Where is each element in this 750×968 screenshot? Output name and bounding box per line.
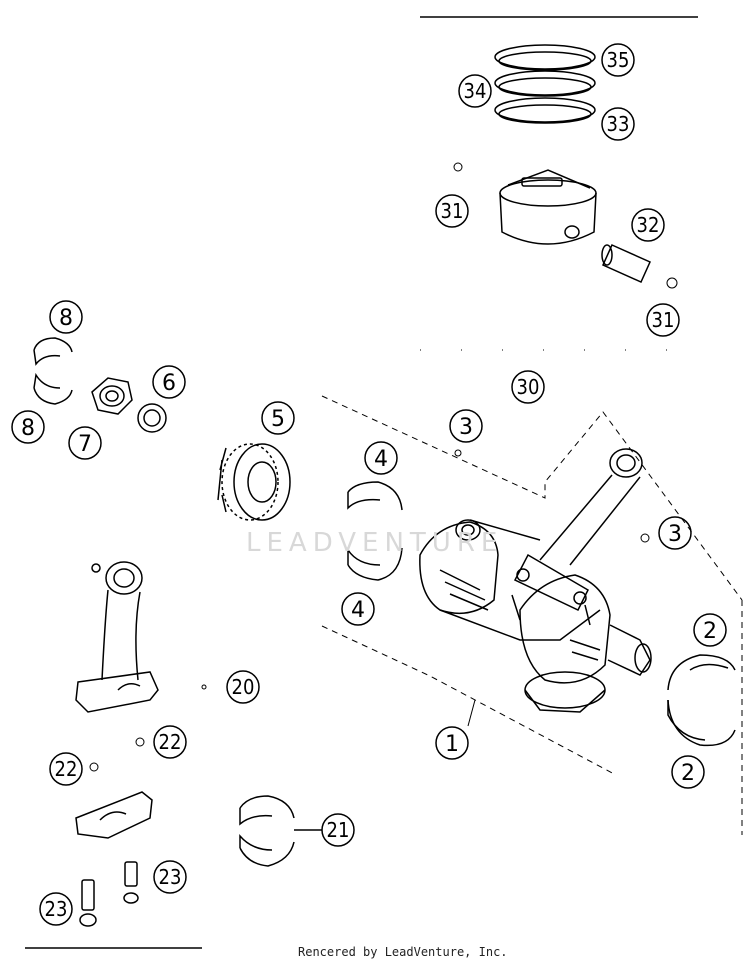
render-credit: Rencered by LeadVenture, Inc. [298,945,508,959]
main-bearing-left [347,481,403,581]
dowel-22-lower [89,762,99,772]
crankshaft [419,519,652,713]
callout-22a: 22 [153,725,187,759]
callout-23a: 23 [153,860,187,894]
dowel-pin-top [454,449,462,457]
con-rod-main [511,448,643,626]
piston-rings [494,44,596,124]
svg-text:34: 34 [464,79,487,103]
svg-text:22: 22 [159,730,182,754]
callout-31b: 31 [646,303,680,337]
callout-2a: 2 [693,613,727,647]
svg-text:23: 23 [45,897,68,921]
bearing-shell-21 [239,795,322,867]
svg-text:2: 2 [681,761,695,786]
svg-text:32: 32 [637,213,660,237]
callout-32: 32 [631,208,665,242]
svg-text:3: 3 [459,415,473,440]
dowel-22-upper [135,737,145,747]
callout-3b: 3 [658,516,692,550]
svg-text:2: 2 [703,619,717,644]
dowel-pin-right [640,533,650,543]
callout-21: 21 [321,813,355,847]
washer-6 [137,403,167,433]
callout-22b: 22 [49,752,83,786]
main-bearing-right [667,654,736,747]
svg-text:21: 21 [327,818,350,842]
rod-cap [75,791,153,839]
svg-text:22: 22 [55,757,78,781]
callout-7: 7 [68,426,102,460]
piston [499,169,597,245]
nut-7 [91,377,133,415]
bolts-23 [79,861,139,927]
bearing-shells-8 [33,337,73,405]
svg-text:20: 20 [232,675,255,699]
svg-text:31: 31 [652,308,675,332]
svg-text:4: 4 [374,447,388,472]
piston-pin [601,244,651,283]
svg-text:8: 8 [21,416,35,441]
callout-20: 20 [226,670,260,704]
callout-1: 1 [435,726,469,760]
svg-text:4: 4 [351,598,365,623]
callout-33: 33 [601,107,635,141]
watermark: LEADVENTURE [246,528,504,558]
svg-text:33: 33 [607,112,630,136]
callout-6: 6 [152,365,186,399]
svg-text:7: 7 [78,432,92,457]
leader-1 [467,699,476,727]
rod-small-end-bearing [455,519,481,541]
callout-8b: 8 [11,410,45,444]
svg-text:1: 1 [445,732,459,757]
svg-text:8: 8 [59,306,73,331]
callout-30: 30 [511,370,545,404]
callout-8a: 8 [49,300,83,334]
assembly-outline [321,395,743,835]
svg-text:6: 6 [162,371,176,396]
callout-3a: 3 [449,409,483,443]
callout-2b: 2 [671,755,705,789]
callout-4a: 4 [364,441,398,475]
circlip-right [666,277,678,289]
svg-text:23: 23 [159,865,182,889]
callout-31a: 31 [435,194,469,228]
part-20-mark [201,684,207,690]
svg-text:5: 5 [271,407,285,432]
svg-text:3: 3 [668,522,682,547]
connecting-rod [75,561,159,713]
callout-5: 5 [261,401,295,435]
callout-34: 34 [458,74,492,108]
callout-23b: 23 [39,892,73,926]
callout-4b: 4 [341,592,375,626]
svg-text:30: 30 [517,375,540,399]
svg-text:31: 31 [441,199,464,223]
callout-35: 35 [601,43,635,77]
svg-text:35: 35 [607,48,630,72]
circlip-left [453,162,463,172]
gear-5 [217,443,291,521]
